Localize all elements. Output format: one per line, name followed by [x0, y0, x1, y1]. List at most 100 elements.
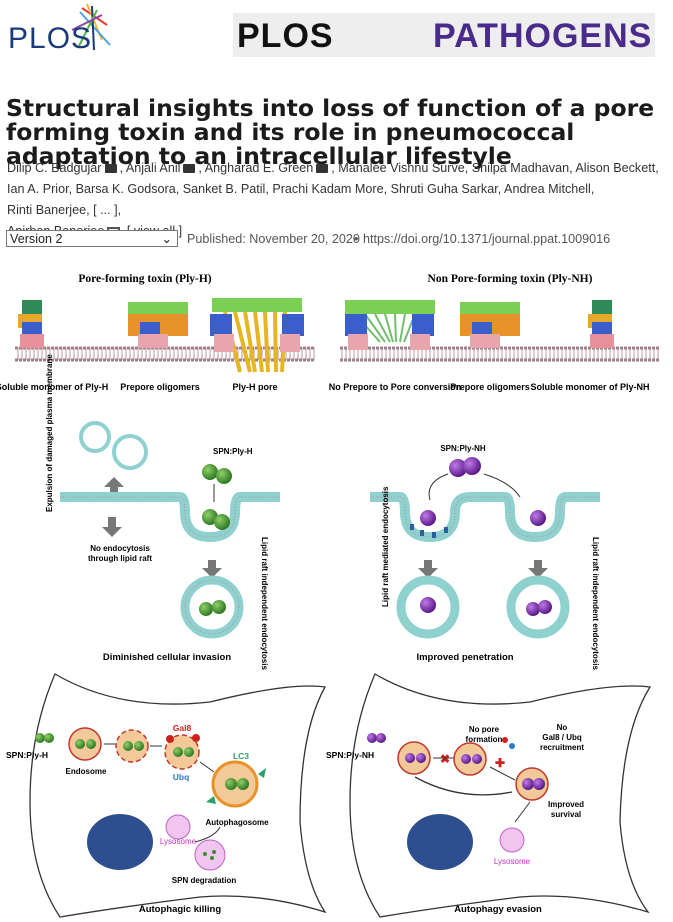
arrow-line [489, 766, 516, 781]
degraded-spn [212, 850, 216, 854]
author-name[interactable]: Andrea Mitchell [504, 182, 591, 196]
lipid-raft-markers [410, 524, 448, 538]
caption-autophagy-evasion: Autophagy evasion [454, 904, 542, 915]
block-x-icon: ✚ [495, 756, 505, 770]
arrow-line [194, 826, 221, 843]
authors-more[interactable]: [ ... ] [93, 203, 118, 217]
arrow-up-icon [104, 477, 124, 497]
bacterium-green [199, 602, 213, 616]
bacterium-green [173, 747, 183, 757]
ply-h-pore [210, 298, 304, 373]
label-spn-degradation: SPN degradation [172, 876, 237, 885]
author-name[interactable]: Manalee Vishnu Surve [338, 161, 465, 175]
arrow-curve-left [428, 473, 449, 501]
bacterium-green [35, 733, 45, 743]
author-name[interactable]: Alison Beckett [575, 161, 656, 175]
arrow-down-icon [202, 560, 222, 578]
label-no-conversion: No Prepore to Pore conversion [329, 382, 462, 392]
bacterium-purple [420, 597, 436, 613]
journal-banner[interactable]: PLOS PATHOGENS [233, 13, 655, 57]
nucleus-left [87, 814, 153, 870]
cc-icon [104, 164, 117, 174]
journal-name-part1: PLOS [237, 17, 334, 55]
lc3-marker [258, 768, 266, 778]
author-name[interactable]: Anjali Anil [126, 161, 199, 175]
host-cell-right [349, 673, 652, 918]
label-spn-ply-h-mid: SPN:Ply-H [213, 447, 253, 456]
label-lysosome-right: Lysosome [494, 857, 531, 866]
lc3-marker [206, 796, 216, 804]
chevron-down-icon: ⌄ [161, 232, 172, 246]
gal8-marker [166, 735, 174, 743]
author-name[interactable]: Rinti Banerjee [7, 203, 87, 217]
author-name[interactable]: Angharad E. Green [205, 161, 332, 175]
label-soluble-monomer-h: Soluble monomer of Ply-H [0, 382, 108, 392]
bacterium-green [225, 778, 237, 790]
meta-separator: • [354, 232, 359, 246]
author-name[interactable]: Prachi Kadam More [272, 182, 384, 196]
label-lipid-independent-left: Lipid raft independent endocytosis [260, 537, 269, 670]
label-soluble-monomer-nh: Soluble monomer of Ply-NH [530, 382, 649, 392]
bacterium-purple [420, 510, 436, 526]
bacterium-green [212, 600, 226, 614]
ubq-marker [509, 743, 515, 749]
lysosome-right [499, 827, 525, 853]
arrow-down-icon [102, 517, 122, 537]
ply-nh-no-pore [345, 300, 435, 350]
bacterium-green [184, 747, 194, 757]
version-select[interactable]: Version 2⌄ [6, 230, 178, 247]
label-spn-ply-nh-mid: SPN:Ply-NH [440, 444, 486, 453]
degraded-spn [210, 856, 214, 860]
bacterium-purple [461, 754, 471, 764]
bacterium-purple [472, 754, 482, 764]
plos-logo[interactable]: PLOS [2, 0, 122, 62]
bacterium-green [123, 741, 133, 751]
ply-h-prepore [128, 302, 188, 348]
cc-icon [316, 164, 329, 174]
arrow-curve [414, 776, 513, 796]
label-ubq: Ubq [173, 772, 190, 782]
ply-h-monomer [18, 300, 44, 348]
bacterium-purple [463, 457, 481, 475]
bacterium-green [202, 464, 218, 480]
caption-autophagic-killing: Autophagic killing [139, 904, 222, 915]
nucleus-right [407, 814, 473, 870]
left-membrane [15, 346, 315, 362]
ply-nh-prepore [460, 302, 520, 348]
raft-vesicle [396, 575, 460, 639]
label-pore-h: Ply-H pore [232, 382, 277, 392]
right-membrane [340, 346, 660, 362]
arrow-curve-right [483, 473, 521, 498]
author-name[interactable]: Shruti Guha Sarkar [390, 182, 498, 196]
bacterium-green [202, 509, 218, 525]
arrow-line [199, 761, 215, 773]
label-autophagosome: Autophagosome [205, 818, 269, 827]
expelled-vesicle [112, 434, 148, 470]
left-top-title: Pore-forming toxin (Ply-H) [78, 273, 211, 285]
author-name[interactable]: Ian A. Prior [7, 182, 69, 196]
gal8-marker [502, 737, 508, 743]
bacterium-purple [533, 778, 545, 790]
label-lipid-independent-right: Lipid raft independent endocytosis [591, 537, 600, 670]
membrane-outline [60, 496, 280, 538]
author-name[interactable]: Dilip C. Badgujar [7, 161, 120, 175]
author-name[interactable]: Sanket B. Patil [182, 182, 266, 196]
endocytic-vesicle [506, 575, 570, 639]
bacterium-green [75, 739, 85, 749]
doi-link[interactable]: https://doi.org/10.1371/journal.ppat.100… [363, 232, 611, 246]
label-prepore-nh: Prepore oligomers [450, 382, 530, 392]
degraded-spn [203, 852, 207, 856]
author-name[interactable]: Barsa K. Godsora [75, 182, 176, 196]
label-gal8: Gal8 [173, 723, 192, 733]
plos-logo-text: PLOS [8, 22, 93, 55]
arrow-down-icon [528, 560, 548, 578]
label-prepore-h: Prepore oligomers [120, 382, 200, 392]
bacterium-green [216, 468, 232, 484]
author-name[interactable]: Shilpa Madhavan [471, 161, 570, 175]
label-spn-ply-nh-cell: SPN:Ply-NH [326, 750, 374, 760]
label-expulsion: Expulsion of damaged plasma membrane [45, 354, 54, 512]
bacterium-green [86, 739, 96, 749]
